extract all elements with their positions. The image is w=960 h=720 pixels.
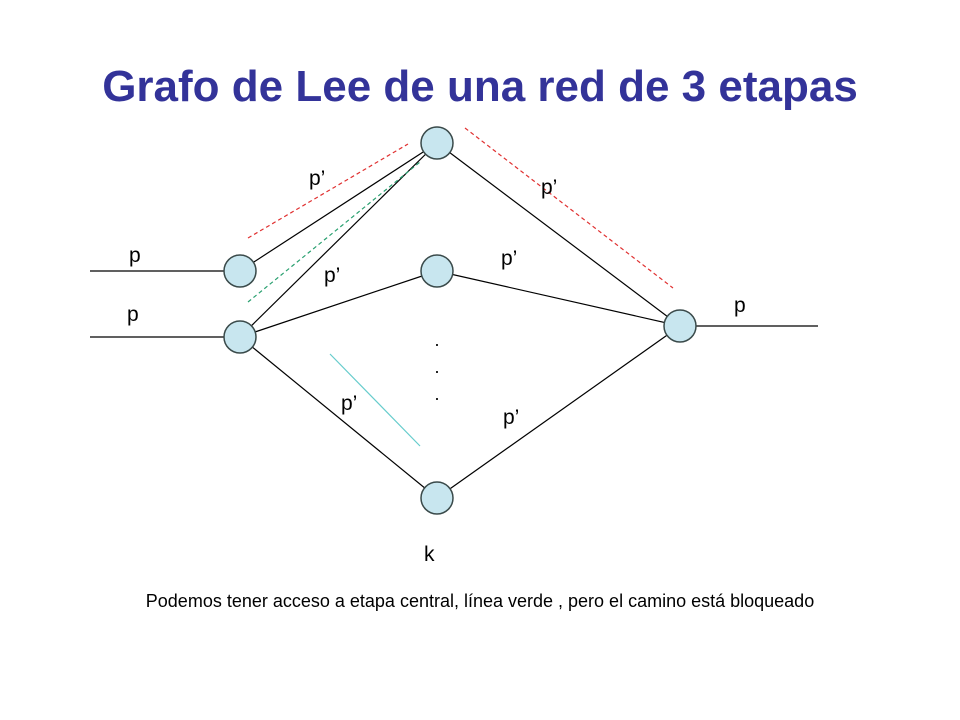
label-k: k xyxy=(424,543,435,566)
slide-title: Grafo de Lee de una red de 3 etapas xyxy=(102,62,858,111)
label-edge-bottom-left: p’ xyxy=(341,392,357,415)
label-input-p-bottom: p xyxy=(127,303,139,326)
edge-in2-mid xyxy=(239,270,438,338)
label-edge-top-left: p’ xyxy=(309,167,325,190)
label-input-p-top: p xyxy=(129,244,141,267)
label-edge-mid-right: p’ xyxy=(501,247,517,270)
red-dashed-right xyxy=(464,127,674,289)
label-edge-top-right: p’ xyxy=(541,176,557,199)
label-output-p: p xyxy=(734,294,746,317)
node-central-mid xyxy=(420,254,454,288)
node-central-bottom xyxy=(420,481,454,515)
label-edge-bottom-right: p’ xyxy=(503,406,519,429)
node-output xyxy=(663,309,697,343)
node-input-top xyxy=(223,254,257,288)
edge-mid-out xyxy=(436,270,681,327)
node-input-bottom xyxy=(223,320,257,354)
node-central-top xyxy=(420,126,454,160)
red-dashed-left xyxy=(247,143,409,239)
edge-in2-bottom xyxy=(239,336,438,499)
edge-in2-top xyxy=(239,142,438,338)
label-edge-mid-left: p’ xyxy=(324,264,340,287)
green-dashed-line xyxy=(247,161,421,303)
cyan-line xyxy=(329,353,421,447)
edge-in1-top xyxy=(239,142,438,272)
ellipsis-dot-2: · xyxy=(434,361,440,381)
edge-top-out xyxy=(436,142,681,327)
edge-bottom-out xyxy=(436,325,681,499)
ellipsis-dot-1: · xyxy=(434,334,440,354)
ellipsis-dot-3: · xyxy=(434,388,440,408)
caption-text: Podemos tener acceso a etapa central, lí… xyxy=(145,591,815,611)
